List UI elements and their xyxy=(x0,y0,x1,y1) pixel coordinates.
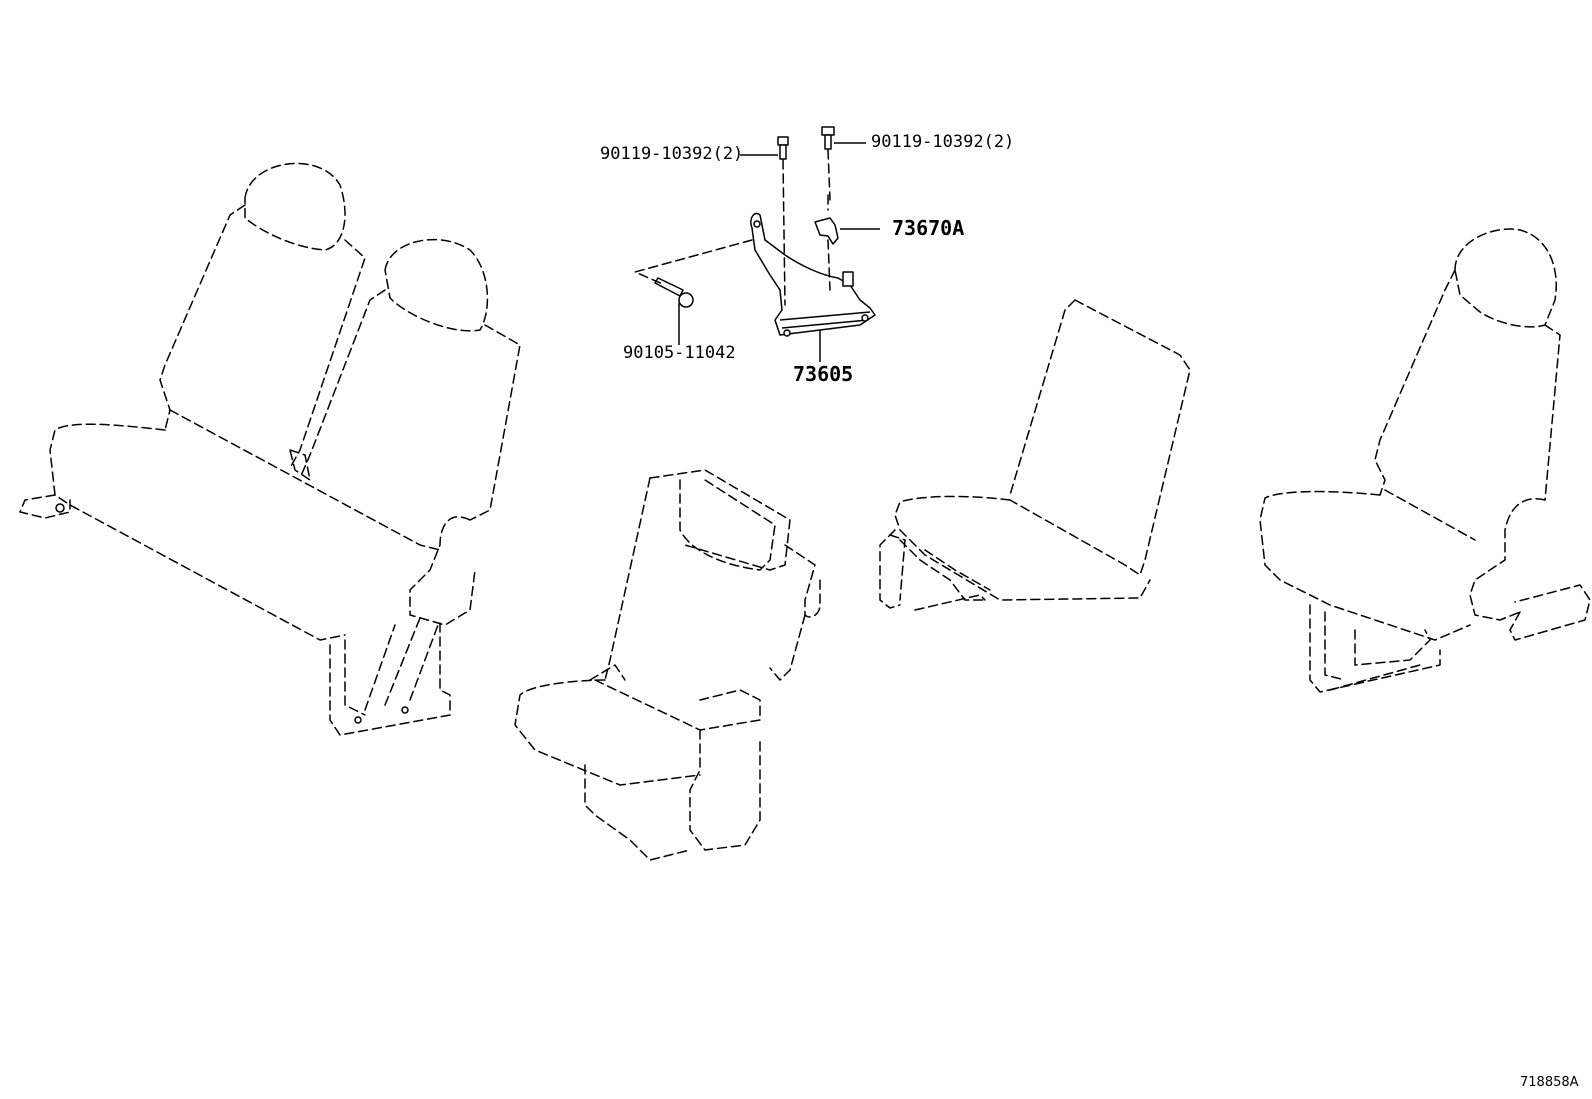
figure-reference: 718858A xyxy=(1520,1075,1579,1090)
bolt-right-icon xyxy=(821,126,835,150)
label-bolt-left: 90119-10392(2) xyxy=(600,144,744,164)
side-seat-center xyxy=(514,469,821,861)
main-bracket-73605 xyxy=(750,212,876,337)
label-side-bolt: 90105-11042 xyxy=(623,343,736,363)
leader-lines xyxy=(678,142,880,362)
bench-seat-left xyxy=(19,162,521,736)
bolt-left-icon xyxy=(777,136,789,160)
side-bolt-icon xyxy=(654,277,694,308)
single-seat-center-right xyxy=(879,299,1191,611)
label-bolt-right: 90119-10392(2) xyxy=(871,132,1015,152)
small-bracket-73670A xyxy=(814,217,839,245)
label-main-bracket: 73605 xyxy=(793,362,854,386)
assembly-lines xyxy=(634,149,831,306)
single-seat-right xyxy=(1259,228,1591,693)
label-bracket-small: 73670A xyxy=(892,216,965,240)
